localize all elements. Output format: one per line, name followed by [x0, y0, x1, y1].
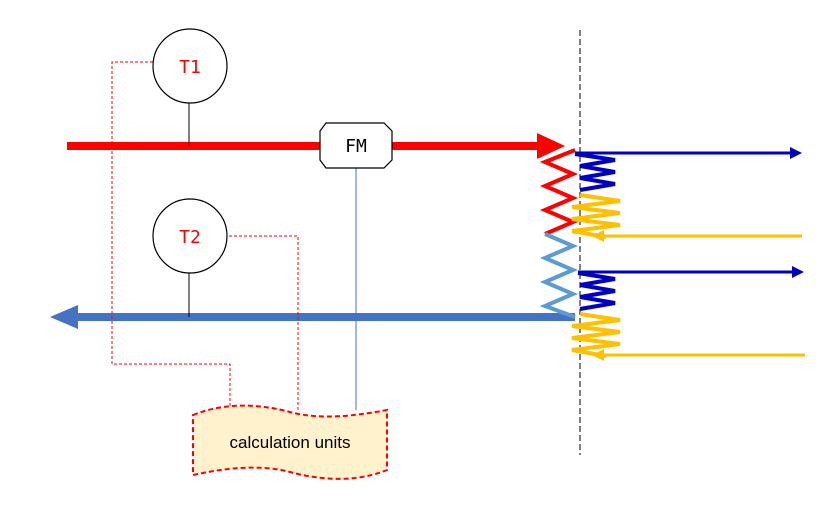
- secondary-return-upper: [592, 230, 802, 242]
- signal-wire-t1: [111, 61, 231, 418]
- supply-arrow-head: [537, 133, 565, 159]
- supply-pipe: [67, 133, 565, 159]
- t2-label: T2: [179, 227, 201, 248]
- primary-zigzag-cold: [539, 232, 579, 319]
- secondary-zigzag-yellow-upper: [571, 193, 621, 239]
- flow-meter: FM: [319, 122, 393, 169]
- t1-label: T1: [179, 57, 201, 78]
- secondary-supply-lower: [578, 266, 804, 278]
- t1-sensor: T1: [152, 28, 228, 104]
- heat-exchanger-secondary-lower: [571, 271, 621, 358]
- secondary-zigzag-blue-lower: [577, 271, 616, 311]
- return-pipe: [50, 305, 575, 329]
- secondary-zigzag-blue-upper: [574, 152, 616, 192]
- calculation-units-box: calculation units: [192, 404, 388, 480]
- secondary-zigzag-yellow-lower: [571, 312, 621, 358]
- secondary-return-lower: [592, 349, 805, 361]
- signal-wire-t2: [229, 235, 299, 412]
- calculation-units-label: calculation units: [230, 433, 351, 452]
- primary-zigzag-hot: [539, 148, 579, 236]
- secondary-supply-upper: [575, 147, 802, 159]
- flow-meter-label: FM: [345, 136, 367, 157]
- heat-exchanger-primary: [539, 148, 579, 319]
- heat-exchanger-secondary-upper: [571, 152, 621, 239]
- t2-sensor: T2: [152, 198, 228, 274]
- return-arrow-head: [50, 305, 78, 329]
